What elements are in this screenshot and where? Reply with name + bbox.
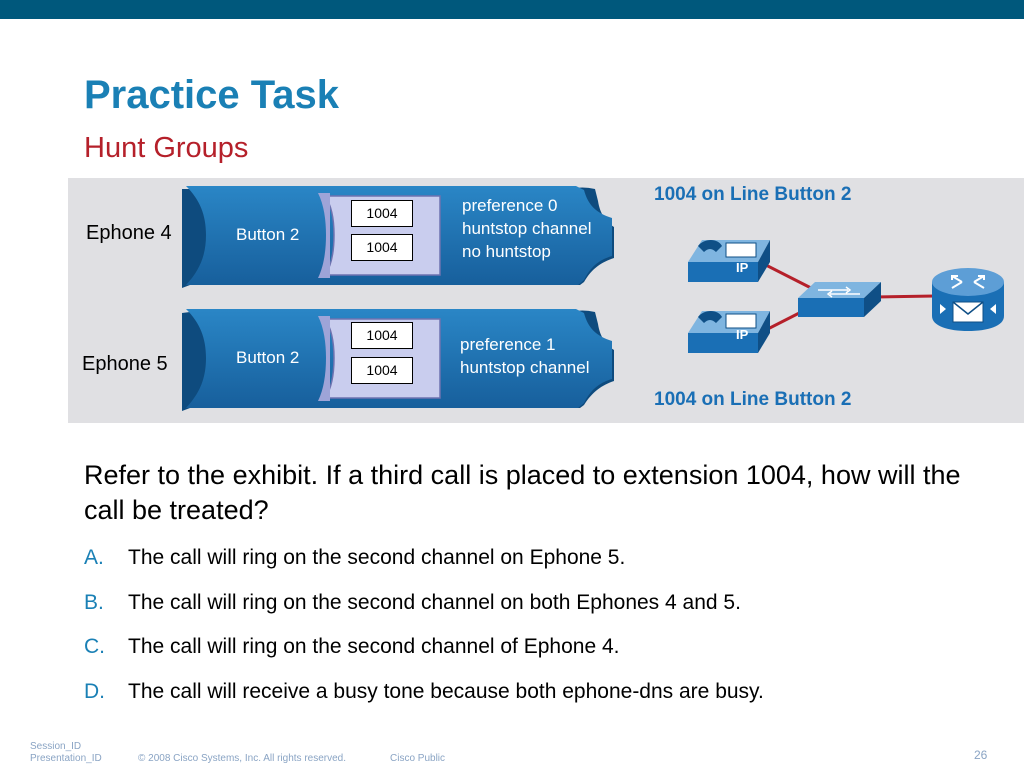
option-text: The call will receive a busy tone becaus… [128, 680, 764, 703]
option-letter: C. [84, 635, 105, 658]
ephone5-config: preference 1 huntstop channel [460, 333, 590, 379]
config-line: huntstop channel [462, 219, 592, 238]
caption-top: 1004 on Line Button 2 [654, 184, 852, 205]
ephone4-dn-2: 1004 [351, 234, 413, 261]
option-letter: B. [84, 591, 104, 614]
config-line: preference 1 [460, 335, 556, 354]
ephone5-dn-2: 1004 [351, 357, 413, 384]
slide-title: Practice Task [84, 73, 339, 117]
option-b[interactable]: B. The call will ring on the second chann… [84, 591, 741, 615]
option-a[interactable]: A. The call will ring on the second chann… [84, 546, 625, 570]
option-letter: A. [84, 546, 104, 569]
ephone5-dn-1: 1004 [351, 322, 413, 349]
option-letter: D. [84, 680, 105, 703]
option-text: The call will ring on the second channel… [128, 546, 626, 569]
caption-bottom: 1004 on Line Button 2 [654, 389, 852, 410]
config-line: no huntstop [462, 242, 551, 261]
option-d[interactable]: D. The call will receive a busy tone beca… [84, 680, 764, 704]
top-bar [0, 0, 1024, 19]
footer-classification: Cisco Public [390, 753, 446, 764]
svg-text:IP: IP [736, 260, 749, 275]
ephone4-button-label: Button 2 [236, 225, 300, 244]
config-line: preference 0 [462, 196, 558, 215]
footer-presentation: Presentation_ID [30, 753, 102, 764]
page-number: 26 [974, 748, 988, 762]
ephone4-label: Ephone 4 [86, 222, 172, 244]
ip-phone-icon: IP [688, 311, 770, 353]
ephone5-label: Ephone 5 [82, 353, 168, 375]
switch-icon [798, 282, 881, 317]
question-text: Refer to the exhibit. If a third call is… [84, 460, 961, 525]
footer-session: Session_ID [30, 741, 82, 752]
slide-subtitle: Hunt Groups [84, 132, 249, 164]
router-icon [932, 268, 1004, 331]
footer-copyright: © 2008 Cisco Systems, Inc. All rights re… [138, 753, 347, 764]
ephone5-button-label: Button 2 [236, 348, 300, 367]
ephone4-config: preference 0 huntstop channel no huntsto… [462, 194, 592, 263]
ephone4-dn-1: 1004 [351, 200, 413, 227]
ip-phone-icon: IP [688, 240, 770, 282]
option-text: The call will ring on the second channel… [128, 591, 741, 614]
option-text: The call will ring on the second channel… [128, 635, 620, 658]
config-line: huntstop channel [460, 358, 590, 377]
option-c[interactable]: C. The call will ring on the second chann… [84, 635, 619, 659]
svg-text:IP: IP [736, 327, 749, 342]
